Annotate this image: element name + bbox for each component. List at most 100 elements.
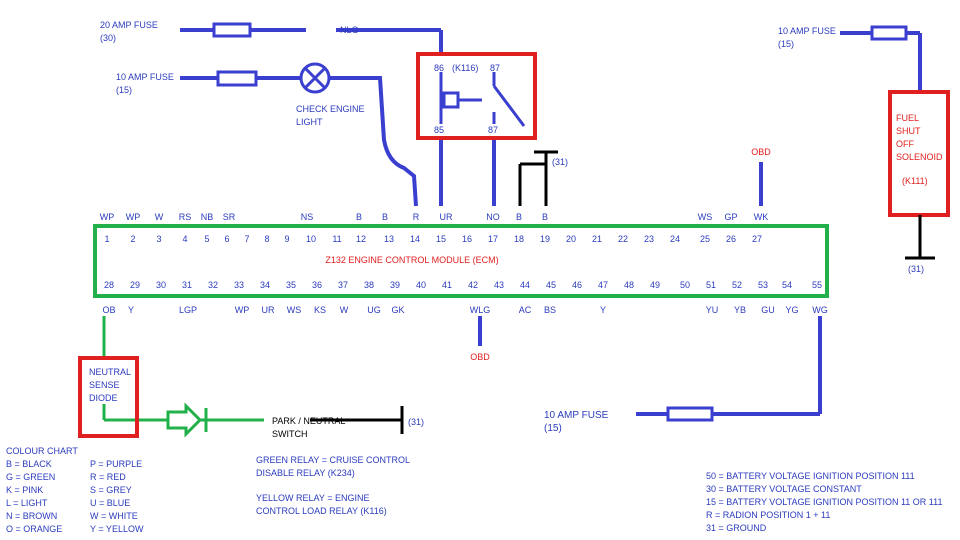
terminal-legend-entry: 50 = BATTERY VOLTAGE IGNITION POSITION 1… <box>706 471 915 481</box>
ecm-bottom-wire-code: WP <box>235 305 250 315</box>
ecm-bottom-wire-code: UG <box>367 305 381 315</box>
switch-line1: PARK / NEUTRAL <box>272 416 345 426</box>
ecm-pin-25: 25 <box>700 234 710 244</box>
ecm-pin-16: 16 <box>462 234 472 244</box>
colour-chart-entry: W = WHITE <box>90 511 138 521</box>
colour-chart-entry: G = GREEN <box>6 472 55 482</box>
ground-solenoid <box>905 215 935 260</box>
relay-note-3: YELLOW RELAY = ENGINE <box>256 493 369 503</box>
ecm-pin-52: 52 <box>732 280 742 290</box>
lamp-label-2: LIGHT <box>296 117 323 127</box>
ecm-pin-48: 48 <box>624 280 634 290</box>
colour-chart-entry: L = LIGHT <box>6 498 48 508</box>
colour-chart-entry: N = BROWN <box>6 511 57 521</box>
ecm-pin-11: 11 <box>332 234 341 244</box>
ecm-pin-53: 53 <box>758 280 768 290</box>
ecm-pin-45: 45 <box>546 280 556 290</box>
ecm-pin-13: 13 <box>384 234 394 244</box>
ecm-pin-34: 34 <box>260 280 270 290</box>
obd-top-label: OBD <box>751 147 771 157</box>
ecm-top-wire-code: NS <box>301 212 314 222</box>
ecm-top-wire-code: B <box>356 212 362 222</box>
ecm-bottom-wire-code: Y <box>128 305 134 315</box>
ecm-pin-50: 50 <box>680 280 690 290</box>
ecm-pin-4: 4 <box>182 234 187 244</box>
ecm-pin-3: 3 <box>156 234 161 244</box>
ecm-pin-33: 33 <box>234 280 244 290</box>
ecm-pin-35: 35 <box>286 280 296 290</box>
ecm-bottom-wire-code: OB <box>102 305 115 315</box>
colour-chart-left: B = BLACK G = GREEN K = PINK L = LIGHT N = B… <box>6 459 62 534</box>
ecm-pin-49: 49 <box>650 280 660 290</box>
ecm-pin-39: 39 <box>390 280 400 290</box>
fuse10c-label: 10 AMP FUSE <box>544 410 609 421</box>
ecm-pin-51: 51 <box>706 280 716 290</box>
ecm-bottom-wire-code: WLG <box>470 305 491 315</box>
fuse-10a-top-right-symbol <box>870 25 908 41</box>
ecm-top-wire-code: B <box>516 212 522 222</box>
ecm-bottom-wire-code: Y <box>600 305 606 315</box>
ecm-pin-42: 42 <box>468 280 478 290</box>
ecm-pin-29: 29 <box>130 280 140 290</box>
fuse10c-term: (15) <box>544 423 562 434</box>
terminal-legend-entry: 31 = GROUND <box>706 523 767 533</box>
relay-note-2: DISABLE RELAY (K234) <box>256 468 355 478</box>
ecm-pin-5: 5 <box>204 234 209 244</box>
terminal-legend-entry: R = RADION POSITION 1 + 11 <box>706 510 830 520</box>
diode-line3: DIODE <box>89 393 118 403</box>
ecm-top-wire-code: RS <box>179 212 192 222</box>
solenoid-ground-label: (31) <box>908 264 924 274</box>
ecm-pin-43: 43 <box>494 280 504 290</box>
ecm-bottom-wire-code: W <box>340 305 349 315</box>
colour-chart-entry: B = BLACK <box>6 459 52 469</box>
ecm-top-wire-code: WP <box>100 212 115 222</box>
ecm-bottom-wire-code: WS <box>287 305 302 315</box>
relay-87a: 87 <box>490 63 500 73</box>
terminal-legend: 50 = BATTERY VOLTAGE IGNITION POSITION 1… <box>706 471 943 533</box>
ecm-top-wire-code: WS <box>698 212 713 222</box>
fuse-20a-symbol <box>212 22 252 38</box>
ecm-pin-2: 2 <box>130 234 135 244</box>
ecm-top-wire-code: WP <box>126 212 141 222</box>
ecm-pin-18: 18 <box>514 234 524 244</box>
relay-85: 85 <box>434 125 444 135</box>
ecm-bottom-wire-code: KS <box>314 305 326 315</box>
ecm-pin-44: 44 <box>520 280 530 290</box>
fuse-10a-symbol <box>216 70 258 87</box>
ecm-pin-46: 46 <box>572 280 582 290</box>
fuse20-label: 20 AMP FUSE <box>100 20 158 30</box>
colour-chart-entry: Y = YELLOW <box>90 524 144 534</box>
colour-chart-entry: K = PINK <box>6 485 43 495</box>
ecm-pin-14: 14 <box>410 234 420 244</box>
ecm-pin-27: 27 <box>752 234 762 244</box>
solenoid-line4: SOLENOID <box>896 152 943 162</box>
ecm-top-wire-code: UR <box>440 212 453 222</box>
terminal-legend-entry: 15 = BATTERY VOLTAGE IGNITION POSITION 1… <box>706 497 943 507</box>
relay-87b: 87 <box>488 125 498 135</box>
ecm-pin-9: 9 <box>284 234 289 244</box>
check-engine-lamp-icon <box>299 62 331 94</box>
neutral-sense-diode-box <box>78 356 139 438</box>
colour-chart-entry: R = RED <box>90 472 126 482</box>
relay-86: 86 <box>434 63 444 73</box>
ecm-pin-20: 20 <box>566 234 576 244</box>
diode-line1: NEUTRAL <box>89 367 131 377</box>
nlg-label: NLG <box>340 25 359 35</box>
ecm-pin-36: 36 <box>312 280 322 290</box>
ecm-pin-6: 6 <box>224 234 229 244</box>
ecm-bottom-wire-code: GU <box>761 305 775 315</box>
ecm-pin-38: 38 <box>364 280 374 290</box>
ecm-pin-41: 41 <box>442 280 452 290</box>
ecm-pin-7: 7 <box>244 234 249 244</box>
ecm-top-wire-code: R <box>413 212 420 222</box>
colour-chart-title: COLOUR CHART <box>6 446 78 456</box>
ecm-title: Z132 ENGINE CONTROL MODULE (ECM) <box>325 255 498 265</box>
ecm-top-wire-code: NO <box>486 212 500 222</box>
relay-note-1: GREEN RELAY = CRUISE CONTROL <box>256 455 410 465</box>
ecm-pin-32: 32 <box>208 280 218 290</box>
diode-line2: SENSE <box>89 380 120 390</box>
